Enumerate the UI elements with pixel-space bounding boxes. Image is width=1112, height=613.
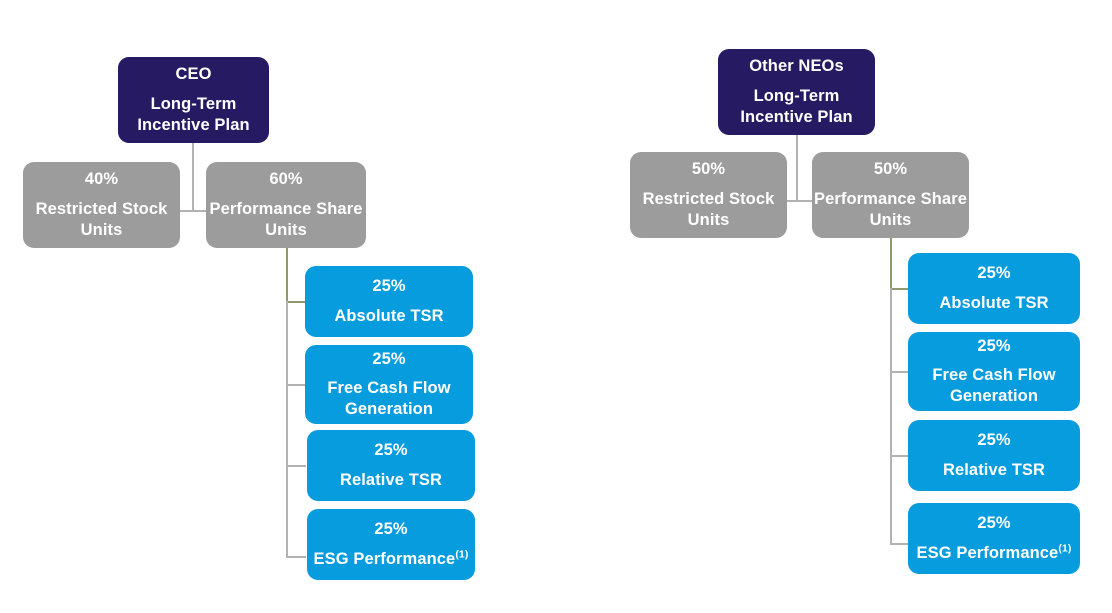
connector-neo-metric-4 bbox=[890, 543, 909, 545]
ceo-header-title: CEO bbox=[175, 64, 212, 83]
ceo-metric-3-label: Relative TSR bbox=[339, 470, 443, 489]
neo-header-box: Other NEOs Long-Term Incentive Plan bbox=[718, 49, 875, 135]
connector-neo-metric-1 bbox=[890, 288, 909, 290]
neo-metric-absolute-tsr: 25% Absolute TSR bbox=[908, 253, 1080, 324]
neo-metric-4-percent: 25% bbox=[977, 514, 1011, 533]
connector-ceo-metric-1 bbox=[286, 301, 306, 303]
ceo-header-box: CEO Long-Term Incentive Plan bbox=[118, 57, 269, 143]
neo-metric-4-label: ESG Performance(1) bbox=[916, 542, 1072, 562]
neo-metric-2-percent: 25% bbox=[977, 336, 1011, 355]
neo-metric-relative-tsr: 25% Relative TSR bbox=[908, 420, 1080, 491]
ceo-metric-4-percent: 25% bbox=[374, 520, 408, 539]
ceo-allocation-psu: 60% Performance Share Units bbox=[206, 162, 366, 248]
ceo-metric-relative-tsr: 25% Relative TSR bbox=[307, 430, 475, 501]
ceo-metric-4-footnote: (1) bbox=[455, 548, 469, 560]
ceo-header-subtitle: Long-Term Incentive Plan bbox=[137, 94, 250, 135]
connector-ceo-metric-trunk bbox=[286, 301, 288, 557]
neo-metric-1-percent: 25% bbox=[977, 264, 1011, 283]
neo-metric-4-footnote: (1) bbox=[1058, 542, 1072, 554]
connector-ceo-metric-2 bbox=[286, 384, 306, 386]
ceo-metric-esg: 25% ESG Performance(1) bbox=[307, 509, 475, 580]
connector-ceo-metric-3 bbox=[286, 465, 306, 467]
neo-allocation-psu-percent: 50% bbox=[873, 159, 908, 178]
connector-neo-split-bar bbox=[750, 200, 845, 202]
neo-header-subtitle: Long-Term Incentive Plan bbox=[740, 86, 853, 127]
ceo-allocation-rsu-percent: 40% bbox=[84, 169, 119, 188]
connector-ceo-psu-drop bbox=[286, 248, 288, 302]
connector-ceo-header-drop bbox=[192, 142, 194, 211]
ceo-metric-free-cash-flow: 25% Free Cash Flow Generation bbox=[305, 345, 473, 424]
neo-allocation-psu: 50% Performance Share Units bbox=[812, 152, 969, 238]
neo-metric-free-cash-flow: 25% Free Cash Flow Generation bbox=[908, 332, 1080, 411]
connector-neo-metric-trunk bbox=[890, 288, 892, 544]
ceo-allocation-psu-percent: 60% bbox=[269, 169, 303, 188]
neo-metric-2-label: Free Cash Flow Generation bbox=[932, 365, 1056, 406]
connector-ceo-split-bar bbox=[145, 210, 240, 212]
neo-metric-esg: 25% ESG Performance(1) bbox=[908, 503, 1080, 574]
ceo-allocation-rsu: 40% Restricted Stock Units bbox=[23, 162, 180, 248]
connector-neo-metric-3 bbox=[890, 455, 909, 457]
ceo-metric-2-label: Free Cash Flow Generation bbox=[327, 378, 451, 419]
neo-metric-3-percent: 25% bbox=[977, 431, 1011, 450]
ceo-metric-4-label: ESG Performance(1) bbox=[313, 548, 469, 568]
ceo-metric-2-percent: 25% bbox=[372, 349, 406, 368]
neo-metric-3-label: Relative TSR bbox=[942, 460, 1046, 479]
neo-header-title: Other NEOs bbox=[749, 56, 844, 75]
connector-neo-header-drop bbox=[796, 134, 798, 201]
ceo-metric-1-percent: 25% bbox=[372, 277, 406, 296]
connector-neo-psu-drop bbox=[890, 238, 892, 289]
neo-allocation-rsu-percent: 50% bbox=[691, 159, 726, 178]
neo-allocation-psu-label: Performance Share Units bbox=[813, 189, 968, 230]
connector-neo-metric-2 bbox=[890, 371, 909, 373]
neo-allocation-rsu: 50% Restricted Stock Units bbox=[630, 152, 787, 238]
neo-allocation-rsu-label: Restricted Stock Units bbox=[642, 189, 775, 230]
ceo-allocation-rsu-label: Restricted Stock Units bbox=[35, 199, 168, 240]
neo-metric-1-label: Absolute TSR bbox=[939, 293, 1049, 312]
ceo-metric-absolute-tsr: 25% Absolute TSR bbox=[305, 266, 473, 337]
ceo-metric-1-label: Absolute TSR bbox=[334, 306, 444, 325]
ceo-allocation-psu-label: Performance Share Units bbox=[209, 199, 363, 240]
connector-ceo-metric-4 bbox=[286, 556, 306, 558]
ceo-metric-3-percent: 25% bbox=[374, 441, 408, 460]
